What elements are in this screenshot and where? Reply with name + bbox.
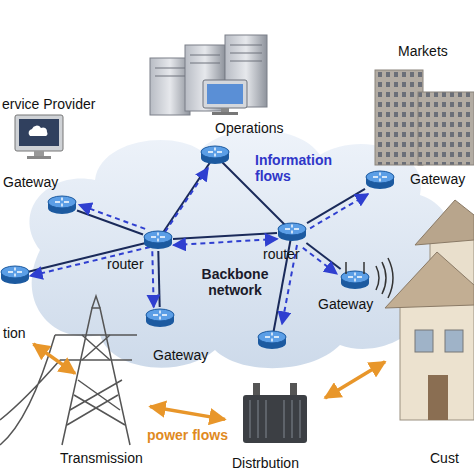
wireless-antenna: [346, 258, 393, 298]
router-icon: [278, 223, 306, 241]
network-link: [173, 233, 277, 239]
transmission: Transmission: [75, 330, 150, 470]
operations: Operations: [145, 30, 305, 138]
customer-houses: [385, 200, 474, 420]
generation: tion: [0, 322, 36, 344]
node-label: Gateway: [153, 347, 208, 363]
node-label: Gateway: [318, 296, 373, 312]
backbone-cloud: [30, 130, 452, 368]
node-label: Operations: [215, 120, 283, 136]
node-label: Gateway: [410, 171, 465, 187]
service-provider: ervice Provider: [0, 94, 110, 160]
information-flow-arrow: [310, 194, 368, 228]
information-flow-arrows: [30, 168, 297, 324]
information-flow-arrow: [173, 239, 277, 245]
distribution-transformer: [243, 383, 307, 443]
network-link: [158, 251, 159, 307]
gateway-router: Gateway: [365, 169, 395, 191]
information-flow-arrow: [152, 251, 153, 307]
power-flow-arrow: [34, 344, 76, 373]
power-flow-arrow: [325, 362, 385, 398]
node-label: Markets: [398, 43, 448, 59]
node-label: Backbone network: [180, 266, 290, 298]
service-provider-computer: [15, 115, 63, 159]
network-link: [307, 189, 365, 223]
node-label: tion: [3, 325, 26, 341]
router-icon: [1, 266, 29, 284]
router: router: [277, 221, 307, 243]
network-link: [77, 211, 143, 235]
router-icon: [48, 196, 76, 214]
router-icon: [366, 171, 394, 189]
node-label: router: [107, 256, 144, 272]
gateway-router: Gateway: [340, 269, 370, 291]
flow-label: Information flows: [255, 152, 335, 184]
gateway-router: Gateway: [47, 194, 77, 216]
power-flow-arrow: [150, 407, 225, 420]
market-buildings: [375, 70, 474, 165]
backbone-network: Backbone networkrouterrouterGatewayGatew…: [30, 140, 450, 365]
edge-label: power flows: [145, 427, 230, 443]
distribution: Distrbution: [225, 383, 325, 473]
node-label: Distrbution: [232, 455, 299, 471]
transmission-tower: [0, 296, 137, 445]
router-icon: [201, 146, 229, 164]
gateway-router: Gateway: [145, 307, 175, 329]
node-label: Gateway: [3, 174, 58, 190]
node-label: router: [263, 246, 300, 262]
router-icon: [146, 309, 174, 327]
markets: Markets: [370, 40, 474, 170]
router-icons: [1, 146, 394, 349]
node-label: Cust: [430, 450, 459, 466]
node-label: ervice Provider: [2, 96, 95, 112]
information-flow-arrow: [303, 248, 337, 274]
information-flow-arrow: [79, 205, 145, 229]
router-icon: [258, 331, 286, 349]
router-icon: [341, 271, 369, 289]
customer: Cust: [385, 200, 474, 470]
operations-servers: [150, 35, 267, 115]
network-link: [306, 243, 340, 269]
node-label: Transmission: [60, 450, 143, 466]
router-icon: [144, 231, 172, 249]
router: router: [143, 229, 173, 251]
